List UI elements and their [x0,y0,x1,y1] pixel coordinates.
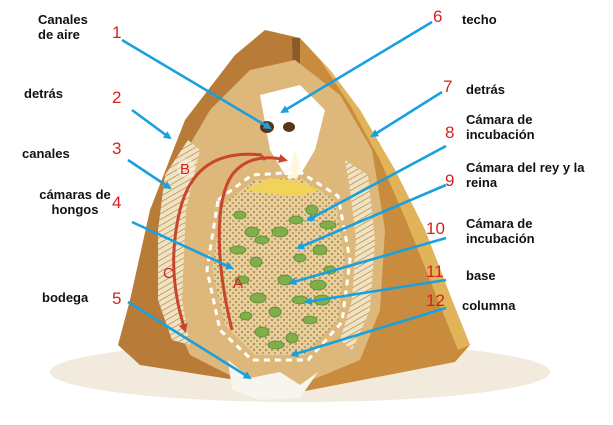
fungus-cell [255,236,269,244]
circulation-letter-b: B [180,161,190,178]
fungus-cell [313,245,327,255]
number-6: 6 [433,8,442,25]
number-1: 1 [112,24,121,41]
number-9: 9 [445,172,454,189]
label-incubation-chamber-2: Cámara de incubación [466,216,535,246]
circulation-letter-a: A [233,275,243,292]
fungus-cell [245,227,259,237]
label-incubation-chamber-1: Cámara de incubación [466,112,535,142]
fungus-cell [234,211,246,219]
number-11: 11 [426,263,444,280]
fungus-cell [303,316,317,324]
fungus-cell [240,312,252,320]
number-3: 3 [112,140,121,157]
circulation-letter-c: C [163,265,174,282]
fungus-cell [269,307,281,317]
fungus-cell [250,257,262,267]
fungus-cell [292,296,308,304]
label-channels: canales [22,146,70,161]
number-2: 2 [112,89,121,106]
number-7: 7 [443,78,452,95]
fungus-cell [286,333,298,343]
fungus-cell [289,216,303,224]
label-royal-chamber: Cámara del rey y la reina [466,160,585,190]
fungus-cell [250,293,266,303]
number-4: 4 [112,194,121,211]
fungus-cell [306,205,318,215]
label-air-channels: Canales de aire [38,12,118,42]
label-column: columna [462,298,515,313]
fungus-cell [272,227,288,237]
callout-arrow-icon [132,110,170,138]
number-12: 12 [426,292,445,309]
fungus-cell [310,280,326,290]
fungus-cell [294,254,306,262]
fungus-cell [320,221,336,229]
label-back-left: detrás [24,86,63,101]
fungus-cell [230,246,246,254]
fungus-cell [268,341,284,349]
label-cellar: bodega [42,290,88,305]
number-8: 8 [445,124,454,141]
label-base: base [466,268,496,283]
label-roof: techo [462,12,497,27]
number-5: 5 [112,290,121,307]
fungus-cell [278,275,292,285]
callout-arrow-icon [128,160,170,188]
label-back-right: detrás [466,82,505,97]
fungus-cell [255,327,269,337]
callout-arrow-icon [372,92,442,136]
label-fungus-chambers: cámaras de hongos [32,187,118,217]
number-10: 10 [426,220,445,237]
